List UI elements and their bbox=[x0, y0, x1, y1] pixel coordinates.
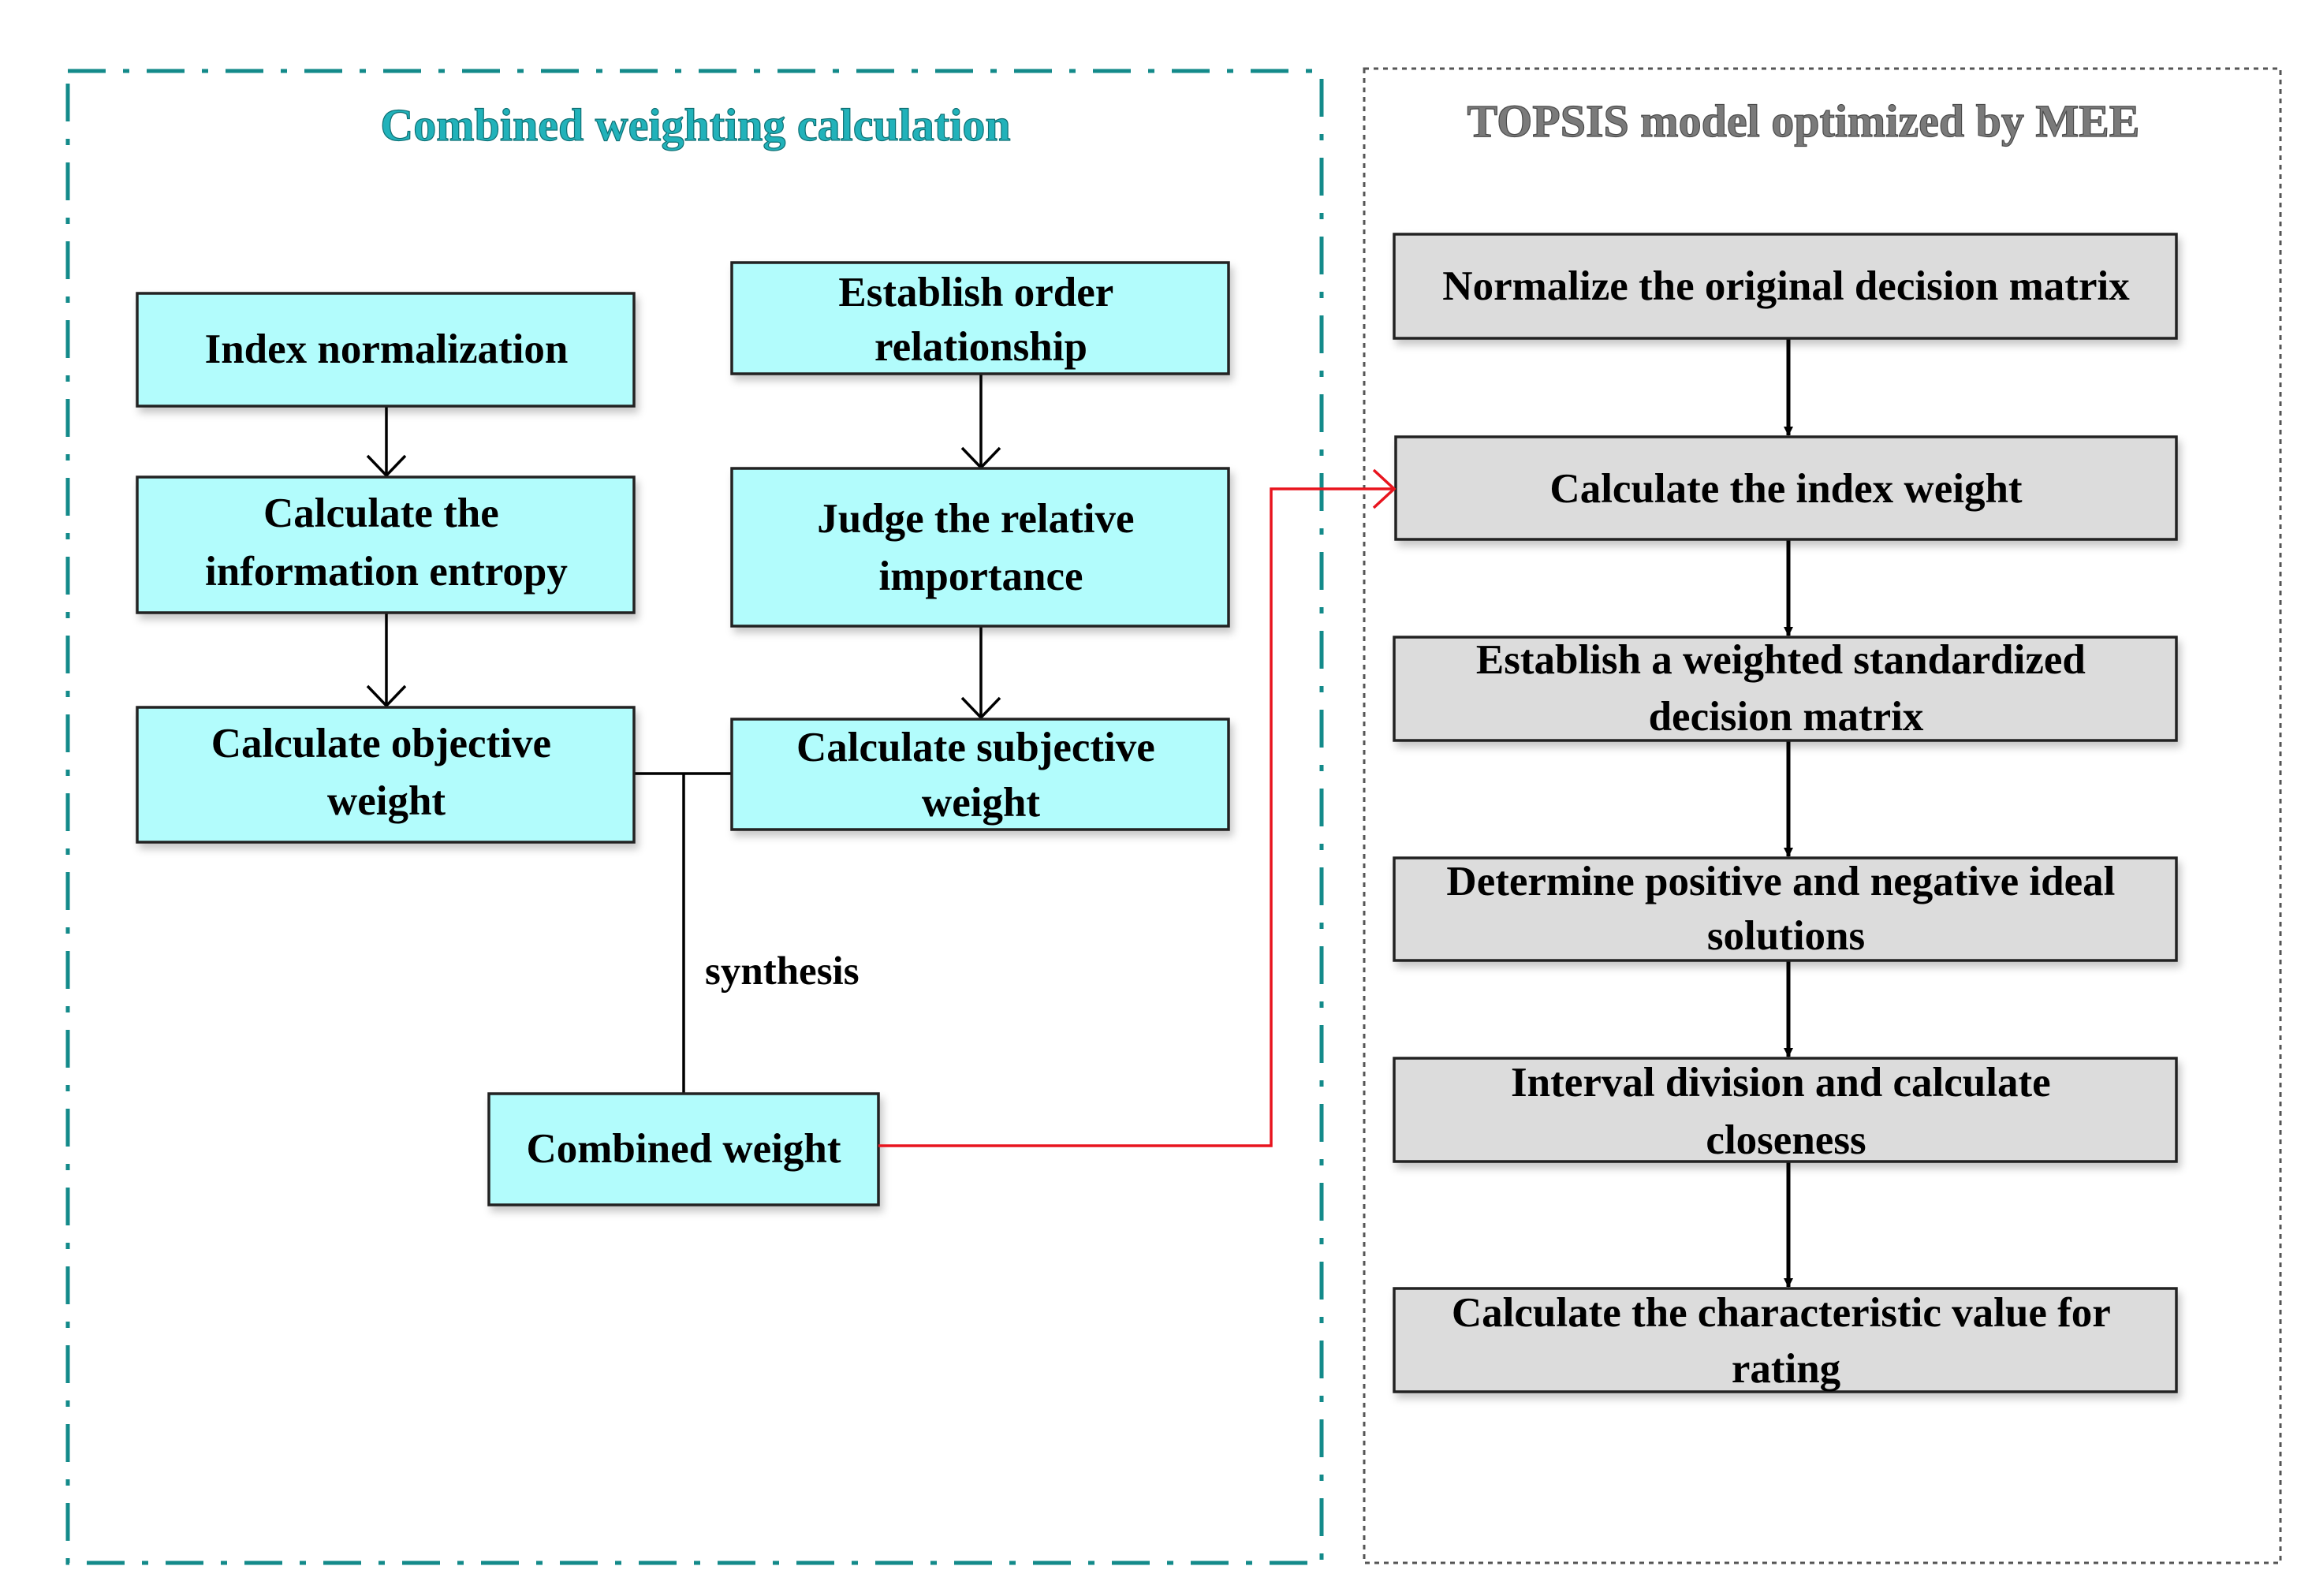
step-4-line-2: solutions bbox=[1707, 913, 1865, 959]
svg-text:Calculate the index weight: Calculate the index weight bbox=[1549, 466, 2022, 512]
red-link-line bbox=[878, 487, 1394, 1147]
left-panel: Combined weighting calculation Index nor… bbox=[65, 69, 1324, 1565]
node-relative-importance: Judge the relative importance bbox=[730, 467, 1230, 628]
arrowhead-subjective bbox=[960, 696, 1001, 720]
right-panel-frame bbox=[1363, 67, 2282, 1564]
svg-text:Calculate objective we: Calculate objective weight bbox=[211, 721, 561, 824]
step-index-weight: Calculate the index weight bbox=[1394, 435, 2178, 541]
step-3-line-2: decision matrix bbox=[1649, 694, 1924, 740]
step-normalize-matrix: Normalize the original decision matrix bbox=[1393, 233, 2178, 340]
right-panel: TOPSIS model optimized by MEE Normalize … bbox=[1363, 67, 2282, 1564]
node-order-relationship-line-2: relationship bbox=[874, 324, 1087, 370]
arrowhead-entropy bbox=[366, 454, 407, 478]
link-combined-to-index-weight bbox=[878, 468, 1397, 1147]
left-connectors bbox=[366, 374, 1001, 1094]
node-objective-weight-line-1: Calculate objective bbox=[211, 721, 551, 766]
step-6-line-2: rating bbox=[1732, 1346, 1840, 1392]
node-information-entropy-line-2: information entropy bbox=[205, 549, 568, 595]
step-5-line-1: Interval division and calculate bbox=[1511, 1060, 2051, 1106]
svg-text:Judge the relative imp: Judge the relative importance bbox=[817, 496, 1145, 599]
node-information-entropy-line-1: Calculate the bbox=[263, 490, 499, 536]
svg-text:Index normalization: Index normalization bbox=[205, 326, 569, 372]
node-relative-importance-line-1: Judge the relative bbox=[817, 496, 1134, 542]
step-1-line-1: Normalize the original decision matrix bbox=[1442, 263, 2130, 309]
node-subjective-weight-line-1: Calculate subjective bbox=[796, 725, 1155, 770]
left-panel-title: Combined weighting calculation bbox=[380, 99, 1010, 151]
node-subjective-weight-line-2: weight bbox=[922, 780, 1041, 826]
arrowhead-objective bbox=[366, 684, 407, 708]
step-4-line-1: Determine positive and negative ideal bbox=[1446, 859, 2115, 904]
svg-text:Establish a weighted standardi: Establish a weighted standardized decisi… bbox=[1476, 637, 2096, 740]
svg-text:Normalize the original decisio: Normalize the original decision matrix bbox=[1442, 263, 2130, 309]
node-index-normalization-line-1: Index normalization bbox=[205, 326, 569, 372]
step-6-line-1: Calculate the characteristic value for bbox=[1452, 1290, 2110, 1336]
node-combined-weight-line-1: Combined weight bbox=[526, 1126, 841, 1172]
node-relative-importance-line-2: importance bbox=[878, 554, 1083, 599]
step-weighted-matrix: Establish a weighted standardized decisi… bbox=[1393, 636, 2178, 742]
step-2-line-1: Calculate the index weight bbox=[1549, 466, 2022, 512]
step-5-line-2: closeness bbox=[1706, 1117, 1866, 1163]
svg-text:Calculate subjective w: Calculate subjective weight bbox=[796, 725, 1165, 826]
svg-text:Combined weight: Combined weight bbox=[526, 1126, 841, 1172]
step-ideal-solutions: Determine positive and negative ideal so… bbox=[1393, 856, 2178, 962]
svg-text:Determine positive and negativ: Determine positive and negative ideal so… bbox=[1446, 859, 2125, 959]
svg-text:Calculate the informat: Calculate the information entropy bbox=[205, 490, 568, 595]
synthesis-label: synthesis bbox=[705, 949, 860, 994]
svg-text:Interval division and calculat: Interval division and calculate closenes… bbox=[1511, 1060, 2061, 1163]
node-order-relationship: Establish order relationship bbox=[730, 261, 1230, 375]
svg-text:Establish order relati: Establish order relationship bbox=[838, 270, 1123, 370]
node-objective-weight: Calculate objective weight bbox=[136, 706, 636, 844]
node-index-normalization: Index normalization bbox=[136, 292, 636, 408]
right-panel-title: TOPSIS model optimized by MEE bbox=[1467, 95, 2140, 147]
red-link-arrowhead bbox=[1372, 468, 1397, 509]
step-characteristic-value: Calculate the characteristic value for r… bbox=[1393, 1287, 2178, 1393]
node-combined-weight: Combined weight bbox=[487, 1092, 880, 1206]
left-panel-frame bbox=[65, 69, 1324, 1565]
node-objective-weight-line-2: weight bbox=[327, 778, 446, 824]
step-closeness: Interval division and calculate closenes… bbox=[1393, 1057, 2178, 1163]
node-information-entropy: Calculate the information entropy bbox=[136, 475, 636, 614]
svg-text:Calculate the characteristic v: Calculate the characteristic value for r… bbox=[1452, 1290, 2120, 1392]
step-3-line-1: Establish a weighted standardized bbox=[1476, 637, 2086, 683]
node-order-relationship-line-1: Establish order bbox=[838, 270, 1113, 315]
node-subjective-weight: Calculate subjective weight bbox=[730, 718, 1230, 831]
